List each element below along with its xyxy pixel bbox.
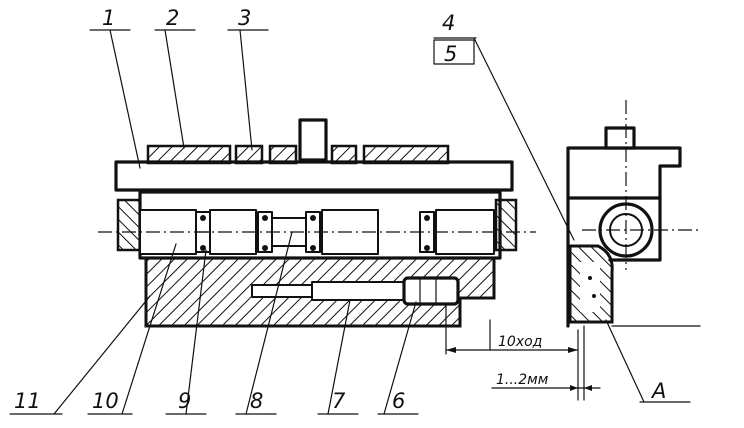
side-view: [566, 100, 701, 328]
side-top-plate: [566, 146, 682, 200]
callout-9: 9: [178, 389, 191, 413]
callouts-bottom: 11 10 9 8 7 6 А: [9, 231, 691, 415]
side-bracket: [566, 196, 662, 328]
bearing-center-left: [257, 211, 273, 253]
main-assembly: [98, 118, 536, 328]
callout-3: 3: [238, 6, 251, 30]
side-pin: [604, 126, 636, 150]
top-block-2: [234, 144, 264, 165]
adjusting-screw: [251, 276, 460, 306]
right-end-cap: [494, 198, 518, 252]
callout-6: 6: [392, 389, 405, 413]
callout-4: 4: [442, 11, 455, 35]
callouts-top: 1 2 3 4 5: [89, 6, 575, 241]
top-block-1: [146, 144, 232, 165]
top-plate: [114, 160, 514, 192]
top-block-3: [268, 144, 298, 165]
top-block-5: [362, 144, 450, 165]
gap-dimension: 1...2мм: [491, 325, 601, 401]
stroke-label: 10ход: [498, 334, 542, 350]
callout-5: 5: [444, 42, 457, 66]
left-end-cap: [116, 198, 142, 252]
top-block-4: [330, 144, 358, 165]
callout-10: 10: [92, 389, 119, 413]
callout-7: 7: [332, 389, 346, 413]
bearing-center-right: [305, 211, 321, 253]
callout-2: 2: [166, 6, 179, 30]
top-pin: [298, 118, 328, 162]
gap-label: 1...2мм: [496, 372, 549, 388]
callout-8: 8: [250, 389, 263, 413]
callout-1: 1: [102, 6, 115, 30]
callout-11: 11: [14, 389, 41, 413]
section-label: А: [650, 379, 666, 403]
